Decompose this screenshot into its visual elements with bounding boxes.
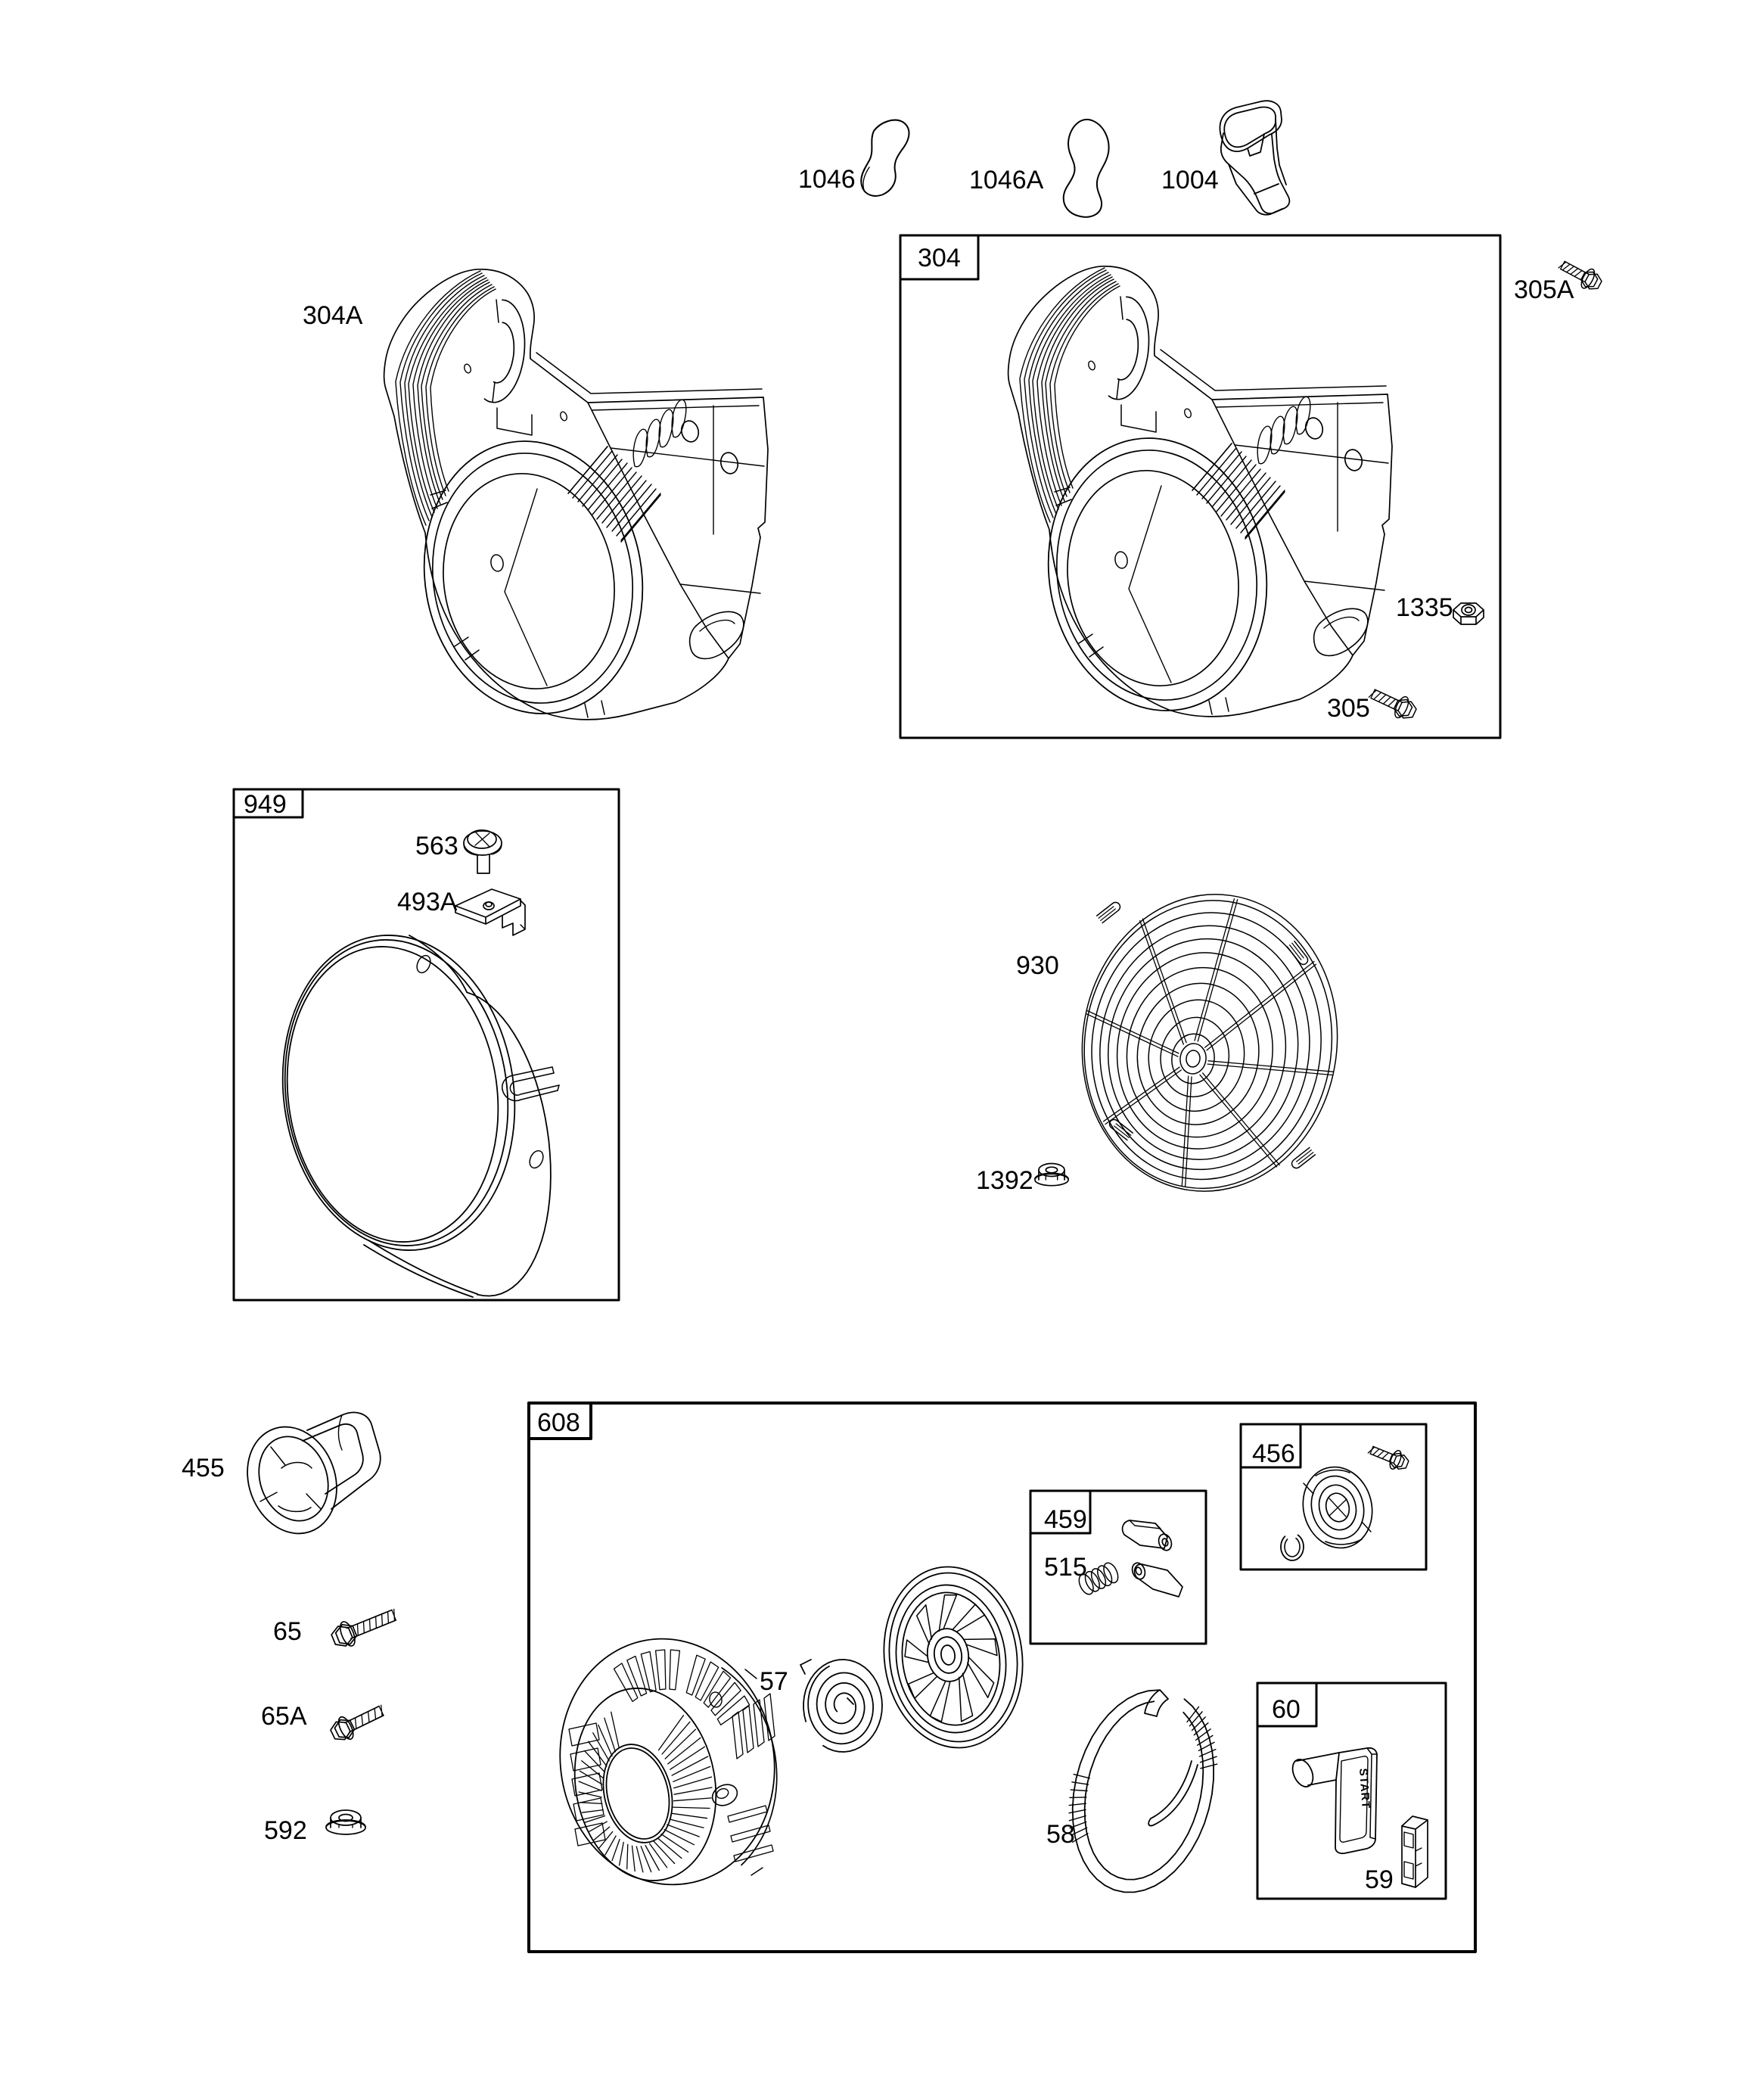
svg-text:563: 563: [415, 832, 458, 860]
svg-text:930: 930: [1016, 951, 1059, 980]
svg-text:65: 65: [273, 1617, 302, 1646]
svg-text:START: START: [1357, 1768, 1372, 1809]
svg-text:65A: 65A: [261, 1702, 307, 1731]
svg-text:949: 949: [244, 790, 287, 819]
svg-text:1335: 1335: [1396, 593, 1453, 622]
svg-text:305: 305: [1327, 694, 1370, 723]
svg-text:1046: 1046: [798, 165, 856, 194]
svg-text:515: 515: [1044, 1553, 1087, 1582]
svg-text:608: 608: [537, 1408, 580, 1437]
svg-text:459: 459: [1044, 1505, 1087, 1534]
svg-text:1004: 1004: [1161, 166, 1219, 194]
svg-text:455: 455: [182, 1454, 225, 1482]
svg-text:592: 592: [264, 1816, 307, 1845]
svg-text:493A: 493A: [397, 888, 458, 916]
svg-text:304: 304: [918, 244, 961, 272]
svg-text:57: 57: [760, 1667, 788, 1696]
svg-text:1392: 1392: [976, 1166, 1033, 1195]
svg-text:1046A: 1046A: [969, 166, 1044, 194]
svg-text:60: 60: [1272, 1695, 1301, 1724]
svg-text:59: 59: [1365, 1865, 1394, 1894]
svg-text:305A: 305A: [1514, 275, 1574, 304]
svg-text:456: 456: [1252, 1439, 1295, 1468]
svg-text:58: 58: [1046, 1820, 1075, 1849]
svg-text:304A: 304A: [303, 301, 363, 330]
